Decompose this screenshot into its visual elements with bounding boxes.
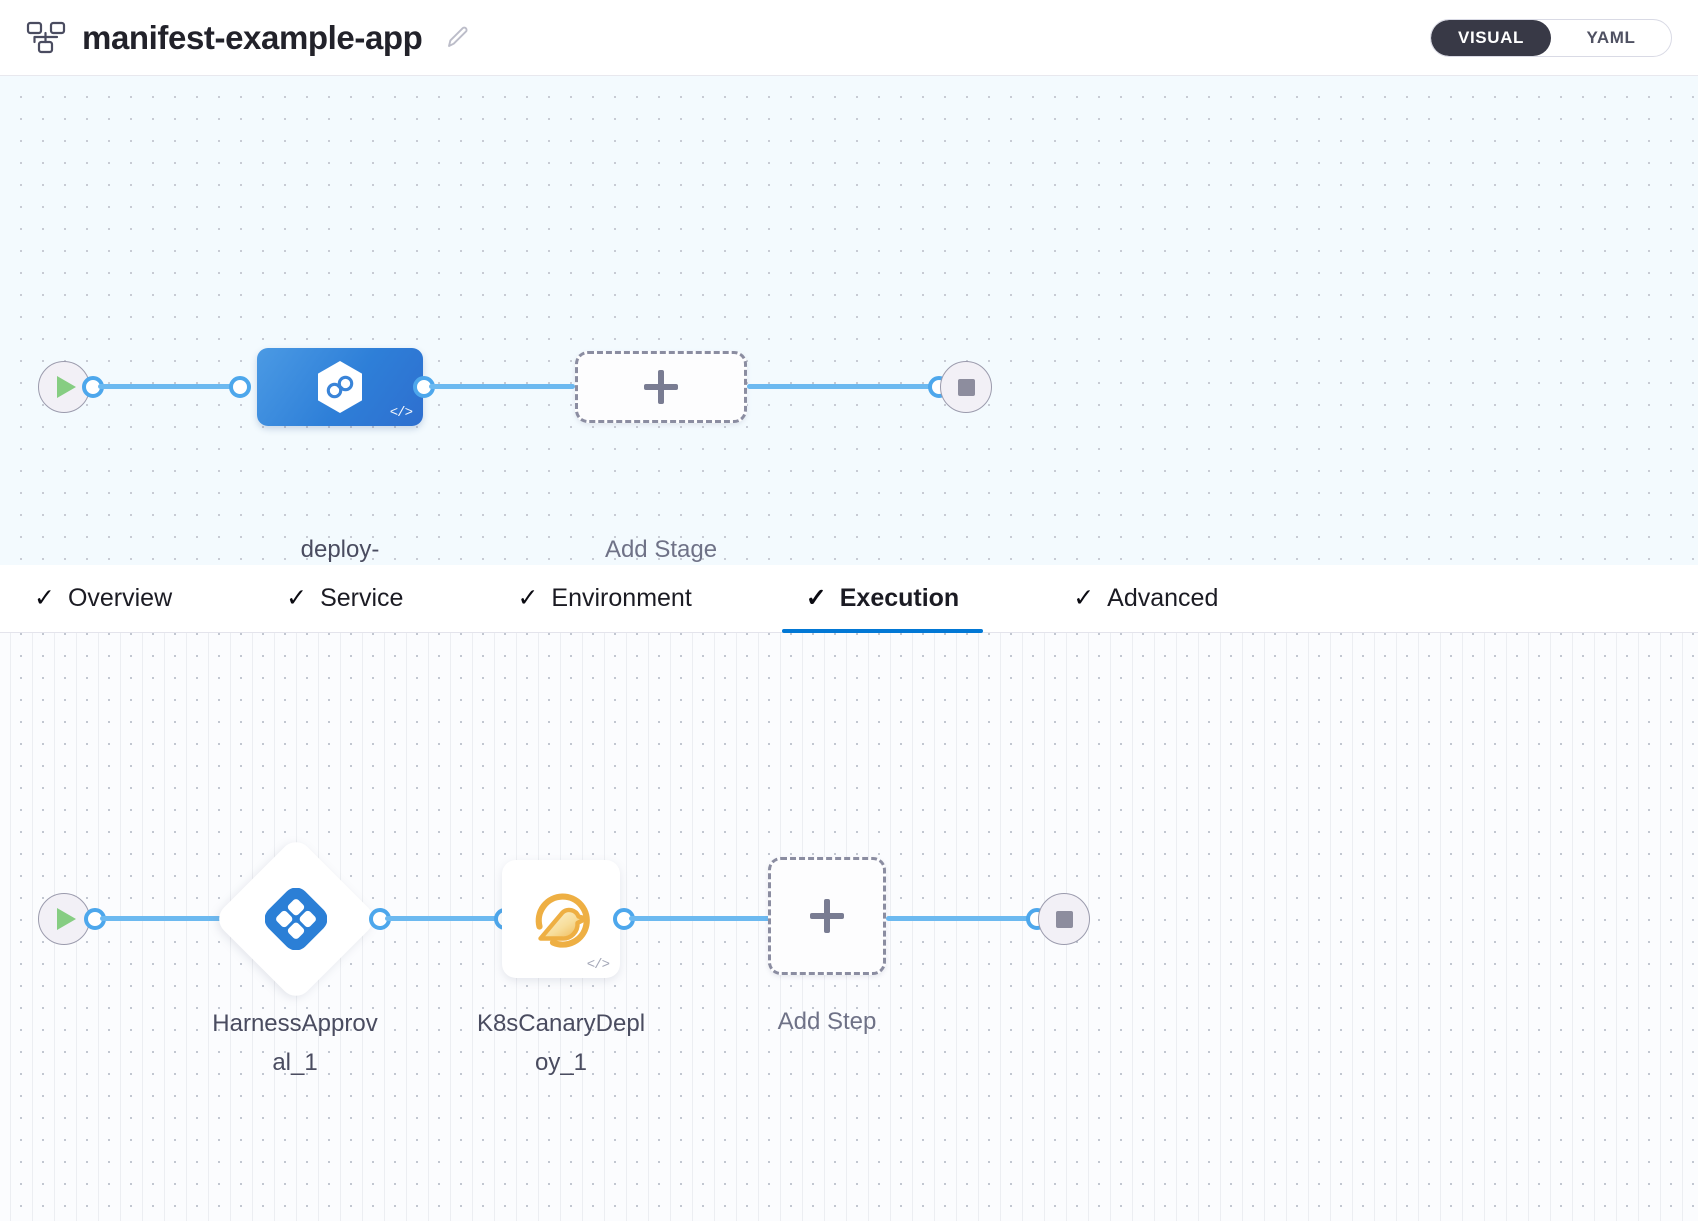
stage-edge-add-to-end [747,384,947,389]
header-left-group: manifest-example-app [26,19,470,57]
add-step-button[interactable] [768,857,886,975]
plus-icon [810,899,844,933]
execution-graph-canvas[interactable]: HarnessApprov al_1 </> K8sCanaryDepl oy_… [0,633,1698,1221]
stage-edge-stage-to-add [429,384,575,389]
view-mode-toggle[interactable]: VISUAL YAML [1430,18,1672,57]
stage-node-deploy-guestbook[interactable]: </> [257,348,423,426]
check-icon: ✓ [1073,584,1095,612]
check-icon: ✓ [517,584,539,612]
execution-edge-approval-to-canary [385,916,499,921]
execution-edge-start-to-approval [100,916,230,921]
harness-cd-hexagon-icon [314,359,366,415]
tab-execution[interactable]: ✓ Execution [781,565,993,633]
execution-edge-canary-to-add [629,916,771,921]
stage-config-tabs[interactable]: ✓ Overview ✓ Service ✓ Environment ✓ Exe… [0,565,1698,633]
execution-edge-add-to-end [886,916,1038,921]
plus-icon [644,370,678,404]
execution-end-node[interactable] [1038,893,1090,945]
app-header: manifest-example-app VISUAL YAML [0,0,1698,76]
step-label-k8s-canary-deploy: K8sCanaryDepl oy_1 [476,1010,646,1076]
step-node-harness-approval[interactable] [212,835,380,1003]
stage-end-node[interactable] [940,361,992,413]
add-stage-button[interactable] [575,351,747,423]
pipeline-hierarchy-icon [26,21,66,55]
tab-advanced-label: Advanced [1107,584,1219,612]
play-icon [57,908,76,930]
step-yaml-badge: </> [586,957,610,973]
stage-node-label: deploy- guestbook [300,536,380,563]
stop-icon [1055,910,1073,928]
tab-overview-label: Overview [67,584,173,612]
add-stage-label: Add Stage [604,536,718,563]
tab-execution-label: Execution [839,584,960,612]
play-icon [57,376,76,398]
step-label-harness-approval: HarnessApprov al_1 [212,1010,378,1076]
stop-icon [957,378,975,396]
k8s-canary-bird-icon [526,882,596,952]
step-node-k8s-canary-deploy[interactable]: </> [502,860,620,978]
tab-overview[interactable]: ✓ Overview [34,565,206,633]
stage-node-in-dot [229,376,251,398]
stage-start-node[interactable] [38,361,90,413]
tab-environment[interactable]: ✓ Environment [517,565,725,633]
tab-advanced[interactable]: ✓ Advanced [1073,565,1252,633]
tab-service-label: Service [320,584,404,612]
tab-service[interactable]: ✓ Service [286,565,437,633]
header-right-group: VISUAL YAML [1430,18,1672,57]
yaml-mode-button[interactable]: YAML [1551,20,1671,56]
pencil-edit-icon[interactable] [444,25,470,51]
visual-mode-button[interactable]: VISUAL [1431,19,1551,56]
execution-start-node[interactable] [38,893,90,945]
check-icon: ✓ [286,584,308,612]
check-icon: ✓ [34,584,55,612]
page-title: manifest-example-app [82,18,423,56]
tab-environment-label: Environment [551,584,692,612]
add-step-label: Add Step [777,1008,877,1035]
stage-yaml-badge: </> [389,405,413,421]
stage-graph-canvas[interactable]: </> deploy- guestbook Add Stage [0,76,1698,565]
check-icon: ✓ [805,584,827,612]
stage-edge-start-to-stage [98,384,246,389]
